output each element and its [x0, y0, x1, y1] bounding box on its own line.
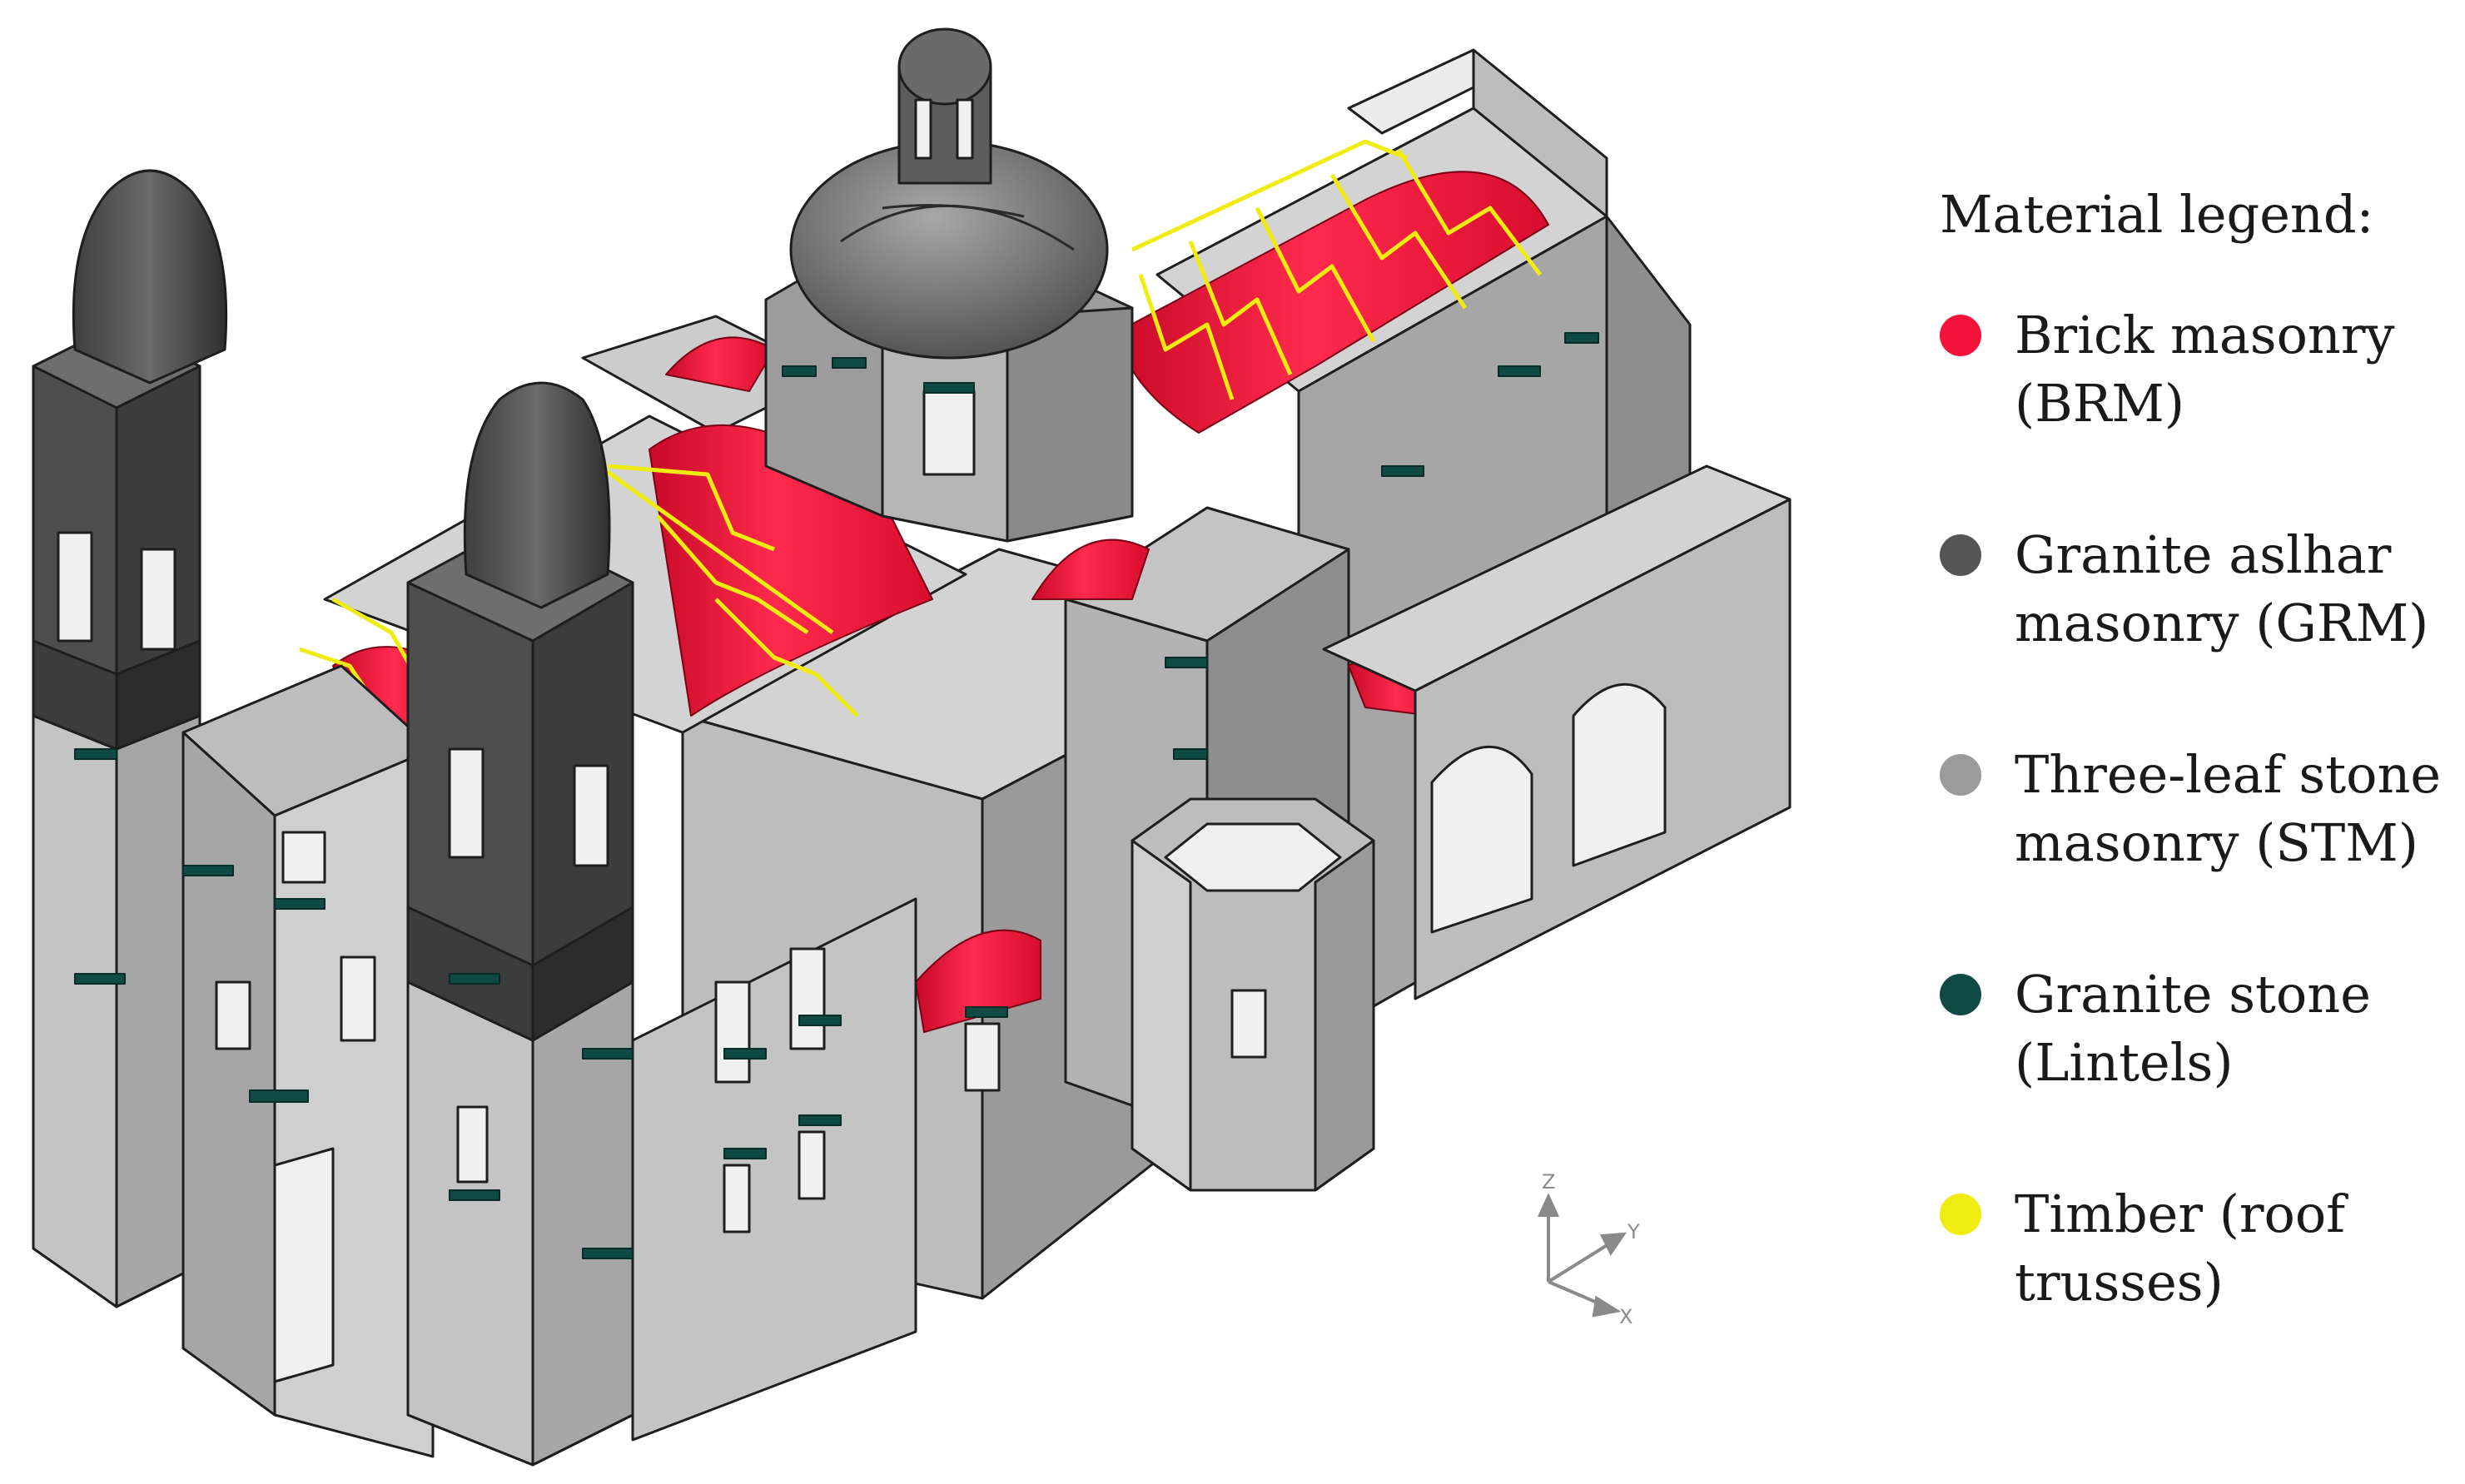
dome-window [922, 390, 976, 476]
legend-item-brick-masonry: Brick masonry (BRM) [1940, 301, 2456, 521]
legend-title: Material legend: [1940, 184, 2374, 245]
legend-item-granite-stone-lintels: Granite stone (Lintels) [1940, 960, 2456, 1180]
legend-swatch-three-leaf-stone [1940, 754, 1981, 796]
axis-label-z: Z [1542, 1170, 1555, 1194]
vault-rear-nave [1115, 171, 1549, 434]
truss-front-ridge [598, 464, 834, 635]
legend-item-three-leaf-stone-masonry: Three-leaf stone masonry (STM) [1940, 741, 2456, 960]
legend-label-line2: masonry (STM) [2015, 812, 2418, 873]
legend-swatch-granite-ashlar [1940, 534, 1981, 576]
truss-front-1 [607, 464, 775, 552]
truss-rear-2 [1138, 274, 1235, 400]
truss-rear-1 [1131, 139, 1408, 252]
legend-label-line2: masonry (GRM) [2015, 593, 2429, 653]
vault-crossing [1031, 539, 1150, 600]
legend-label-line1: Timber (roof [2015, 1184, 2346, 1244]
legend-item-granite-ashlar-masonry: Granite aslhar masonry (GRM) [1940, 521, 2456, 741]
legend-label-line1: Granite aslhar [2015, 524, 2392, 585]
dome [764, 27, 1134, 543]
material-legend: Material legend: Brick masonry (BRM) Gra… [1940, 183, 2456, 1400]
legend-label-line1: Granite stone [2015, 964, 2371, 1025]
legend-swatch-brick [1940, 315, 1981, 356]
lintels [74, 332, 1599, 1259]
truss-rear-5 [1329, 173, 1468, 310]
axis-label-x: X [1619, 1305, 1633, 1328]
arcade-wing [1322, 464, 1792, 1000]
legend-swatch-timber [1940, 1194, 1981, 1235]
truss-rear-4 [1255, 206, 1376, 343]
legend-label-line2: (Lintels) [2015, 1032, 2234, 1093]
axis-label-y: Y [1627, 1220, 1640, 1243]
truss-front-2 [656, 514, 809, 635]
truss-front-3 [714, 598, 859, 717]
legend-label-line1: Three-leaf stone [2015, 744, 2442, 805]
legend-label-line2: (BRM) [2015, 373, 2185, 434]
truss-rear-6 [1396, 148, 1542, 276]
facade-portal [273, 1147, 335, 1383]
legend-label-line1: Brick masonry [2015, 305, 2395, 365]
south-side-rooms [631, 897, 1001, 1442]
legend-swatch-granite-stone [1940, 974, 1981, 1015]
truss-rear-3 [1188, 241, 1293, 376]
timber-trusses [299, 139, 1542, 717]
legend-label-line2: trusses) [2015, 1252, 2224, 1313]
legend-item-timber-roof-trusses: Timber (roof trusses) [1940, 1180, 2456, 1400]
vault-side-chapel [915, 929, 1041, 1033]
main-facade [181, 664, 435, 1458]
axis-triad: Z Y X [1537, 1170, 1640, 1328]
octagonal-sacristy [1131, 797, 1375, 1192]
